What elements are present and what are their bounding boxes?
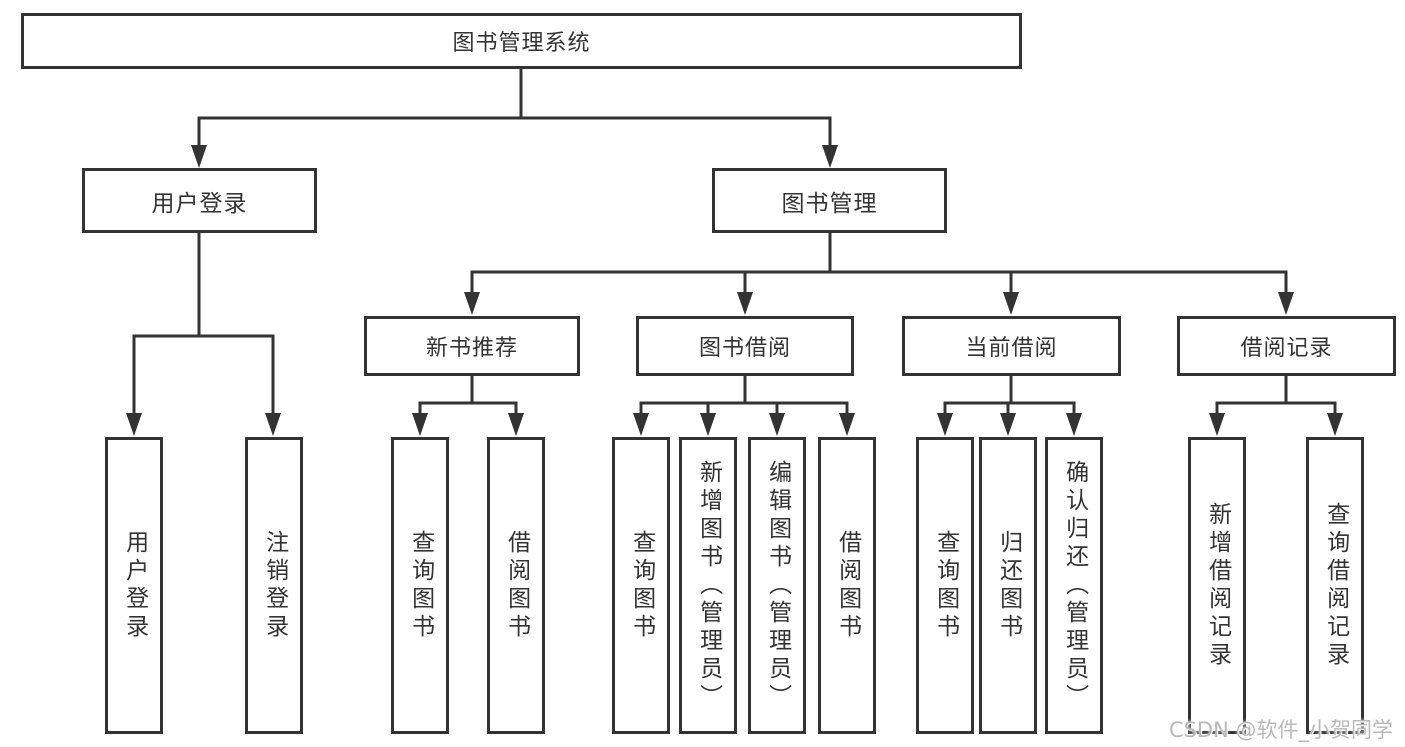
leaf-logout: 注销登录: [245, 437, 303, 734]
node-current-borrow-label: 当前借阅: [965, 336, 1058, 361]
leaf-confirm-return-admin-label: 确认归还（管理员）: [1061, 459, 1088, 712]
leaf-add-book-admin-label: 新增图书（管理员）: [695, 459, 722, 712]
leaf-add-book-admin: 新增图书（管理员）: [679, 437, 737, 734]
leaf-query-borrow-record: 查询借阅记录: [1306, 437, 1364, 734]
leaf-add-borrow-record: 新增借阅记录: [1188, 437, 1246, 734]
leaf-user-login-label: 用户登录: [121, 529, 148, 642]
leaf-current-query-books: 查询图书: [916, 437, 974, 734]
leaf-borrow-query-books: 查询图书: [612, 437, 670, 734]
node-user-login-label: 用户登录: [151, 190, 248, 217]
node-root-system: 图书管理系统: [21, 13, 1022, 69]
leaf-current-query-books-label: 查询图书: [932, 529, 959, 642]
connector-root-fork: [191, 69, 838, 168]
leaf-borrow-borrow-books-label: 借阅图书: [834, 529, 861, 642]
connector-borrow-fork: [633, 376, 855, 436]
leaf-return-book: 归还图书: [979, 437, 1037, 734]
leaf-edit-book-admin: 编辑图书（管理员）: [748, 437, 806, 734]
node-book-borrow: 图书借阅: [636, 316, 854, 376]
node-book-management: 图书管理: [712, 168, 947, 233]
watermark: CSDN @软件_小贺同学: [1168, 718, 1393, 742]
node-user-login: 用户登录: [82, 168, 317, 233]
connector-records-fork: [1209, 376, 1343, 436]
connector-login-fork: [126, 233, 281, 436]
connector-management-fork: [464, 233, 1294, 315]
connector-current-fork: [937, 376, 1082, 436]
leaf-borrow-borrow-books: 借阅图书: [818, 437, 876, 734]
leaf-add-borrow-record-label: 新增借阅记录: [1204, 501, 1231, 670]
leaf-edit-book-admin-label: 编辑图书（管理员）: [764, 459, 791, 712]
node-borrow-records-label: 借阅记录: [1240, 336, 1333, 361]
node-current-borrow: 当前借阅: [902, 316, 1121, 376]
leaf-logout-label: 注销登录: [261, 529, 288, 642]
leaf-recommend-borrow-books-label: 借阅图书: [503, 529, 530, 642]
leaf-confirm-return-admin: 确认归还（管理员）: [1045, 437, 1103, 734]
leaf-recommend-borrow-books: 借阅图书: [487, 437, 545, 734]
node-new-book-recommend: 新书推荐: [364, 316, 580, 376]
leaf-recommend-query-books-label: 查询图书: [407, 529, 434, 642]
node-borrow-records: 借阅记录: [1177, 316, 1396, 376]
node-book-management-label: 图书管理: [781, 190, 878, 217]
leaf-borrow-query-books-label: 查询图书: [628, 529, 655, 642]
leaf-query-borrow-record-label: 查询借阅记录: [1322, 501, 1349, 670]
leaf-return-book-label: 归还图书: [995, 529, 1022, 642]
node-root-label: 图书管理系统: [452, 31, 591, 56]
node-new-book-recommend-label: 新书推荐: [425, 336, 518, 361]
leaf-recommend-query-books: 查询图书: [391, 437, 449, 734]
node-book-borrow-label: 图书借阅: [698, 336, 791, 361]
connector-recommend-fork: [412, 376, 524, 436]
leaf-user-login: 用户登录: [105, 437, 163, 734]
